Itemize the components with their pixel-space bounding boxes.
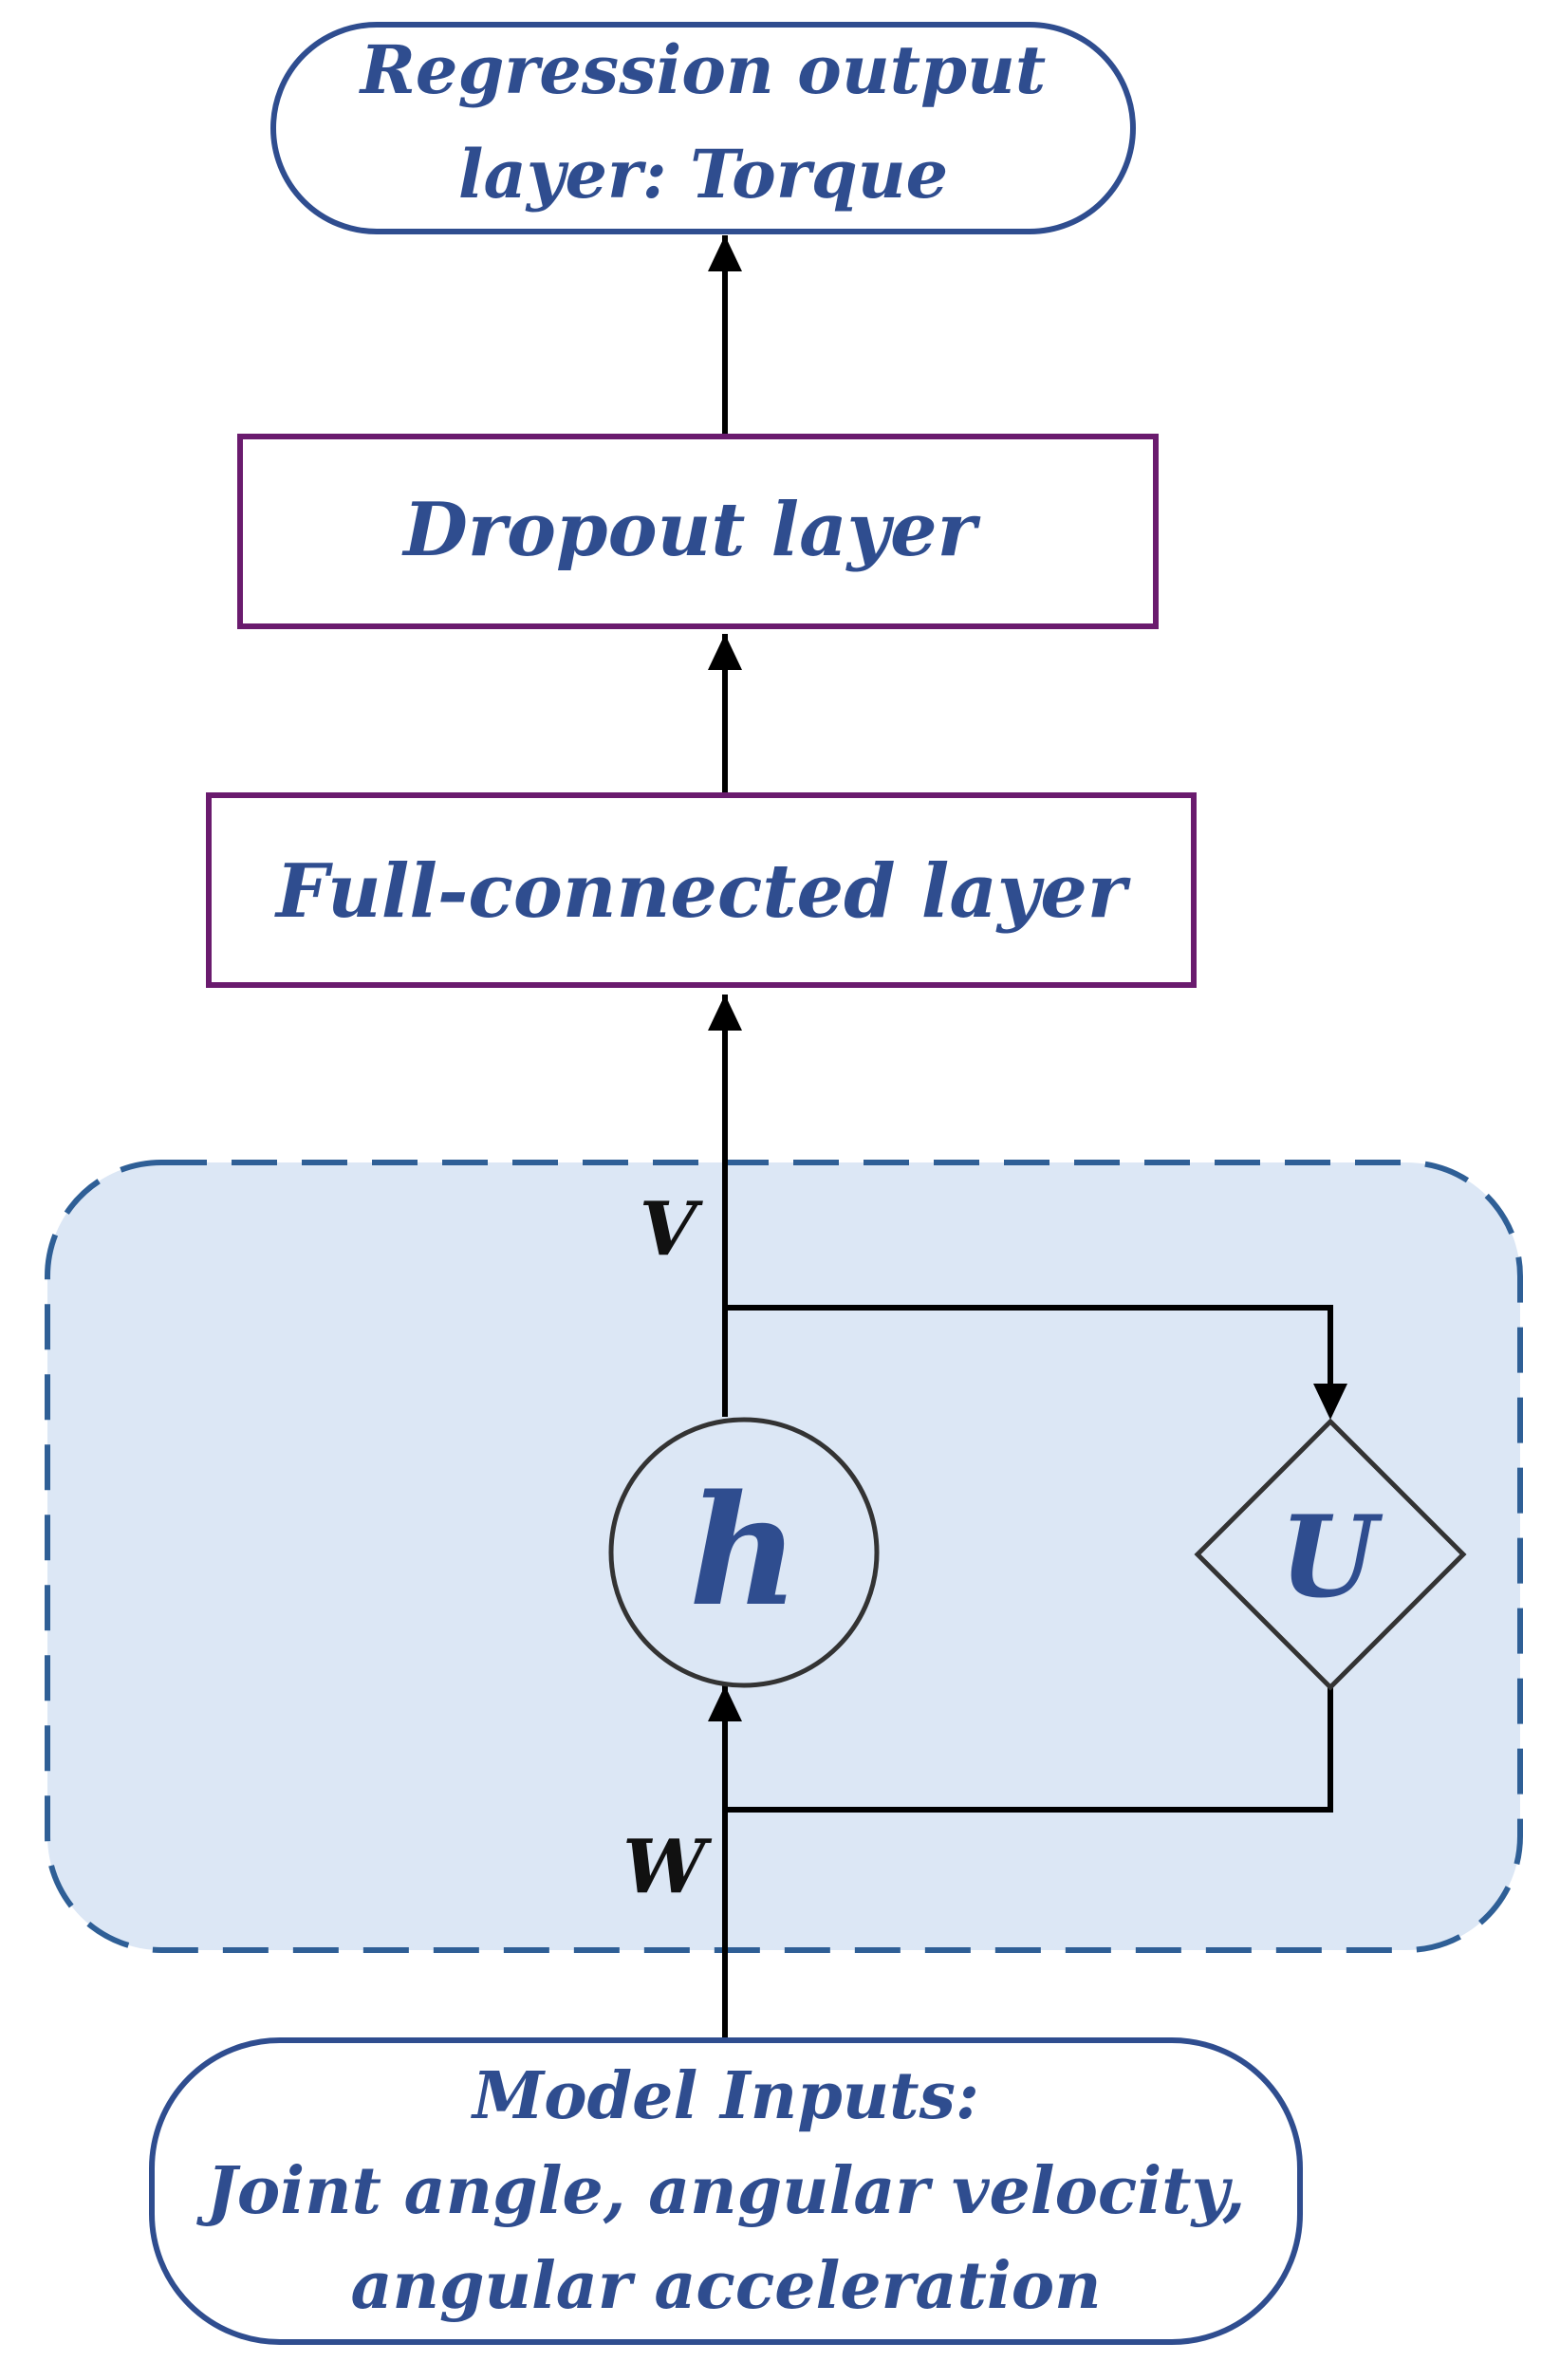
dropout-layer-box [237,434,1159,629]
model-inputs-line-1: Model Inputs: [471,2058,979,2134]
fully-connected-layer-label: Full-connected layer [274,848,1131,935]
recurrent-weight-label: U [1280,1491,1384,1623]
hidden-state-node: h [608,1417,880,1688]
recurrent-weight-node: U [1194,1418,1467,1691]
fully-connected-layer-box [206,792,1197,988]
arrowhead-inputs-to-h [708,1685,742,1721]
connection-label-w: W [622,1824,713,1910]
arrowhead-h-to-fc [708,995,742,1031]
arrowhead-v-to-u [1313,1384,1347,1420]
output-node-shape [270,22,1136,234]
model-inputs-line-2: Joint angle, angular velocity, [196,2153,1246,2229]
hidden-state-label: h [689,1461,799,1640]
line-u-to-w [725,1687,1333,1813]
arrowhead-dropout-to-output [708,235,742,271]
output-node-line-1: Regression output [359,30,1047,109]
fully-connected-layer-node: Full-connected layer [206,792,1197,988]
arrow-v-to-u [725,1305,1333,1384]
hidden-state-circle [608,1417,880,1688]
model-inputs-shape [149,2037,1303,2345]
connection-label-v: V [640,1186,704,1273]
model-inputs-line-3: angular acceleration [350,2248,1101,2324]
model-inputs-node: Model Inputs: Joint angle, angular veloc… [149,2037,1303,2345]
output-node-line-2: layer: Torque [458,135,948,214]
dropout-layer-node: Dropout layer [237,434,1159,629]
recurrent-weight-diamond [1194,1418,1467,1691]
output-node: Regression output layer: Torque [270,22,1136,234]
dropout-layer-label: Dropout layer [401,487,980,573]
arrowhead-fc-to-dropout [708,634,742,670]
